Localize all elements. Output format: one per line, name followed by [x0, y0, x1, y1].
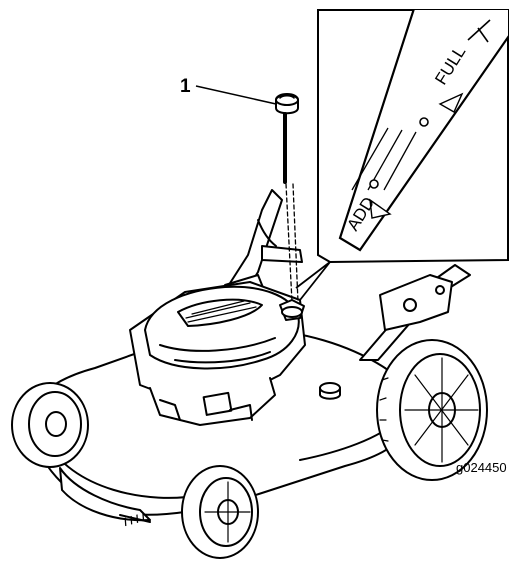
inset-leader	[296, 262, 330, 300]
rear-right-wheel	[377, 340, 487, 480]
figure-id: g024450	[456, 460, 507, 475]
rear-left-wheel	[12, 383, 88, 467]
callout-number: 1	[180, 76, 191, 97]
callout-leader-line	[196, 86, 276, 104]
front-left-wheel	[182, 466, 258, 558]
full-mark-hole	[420, 118, 428, 126]
add-mark-hole	[370, 180, 378, 188]
deck-wash-port	[320, 383, 340, 393]
dipstick-detail-inset: ADD FULL	[296, 0, 518, 300]
